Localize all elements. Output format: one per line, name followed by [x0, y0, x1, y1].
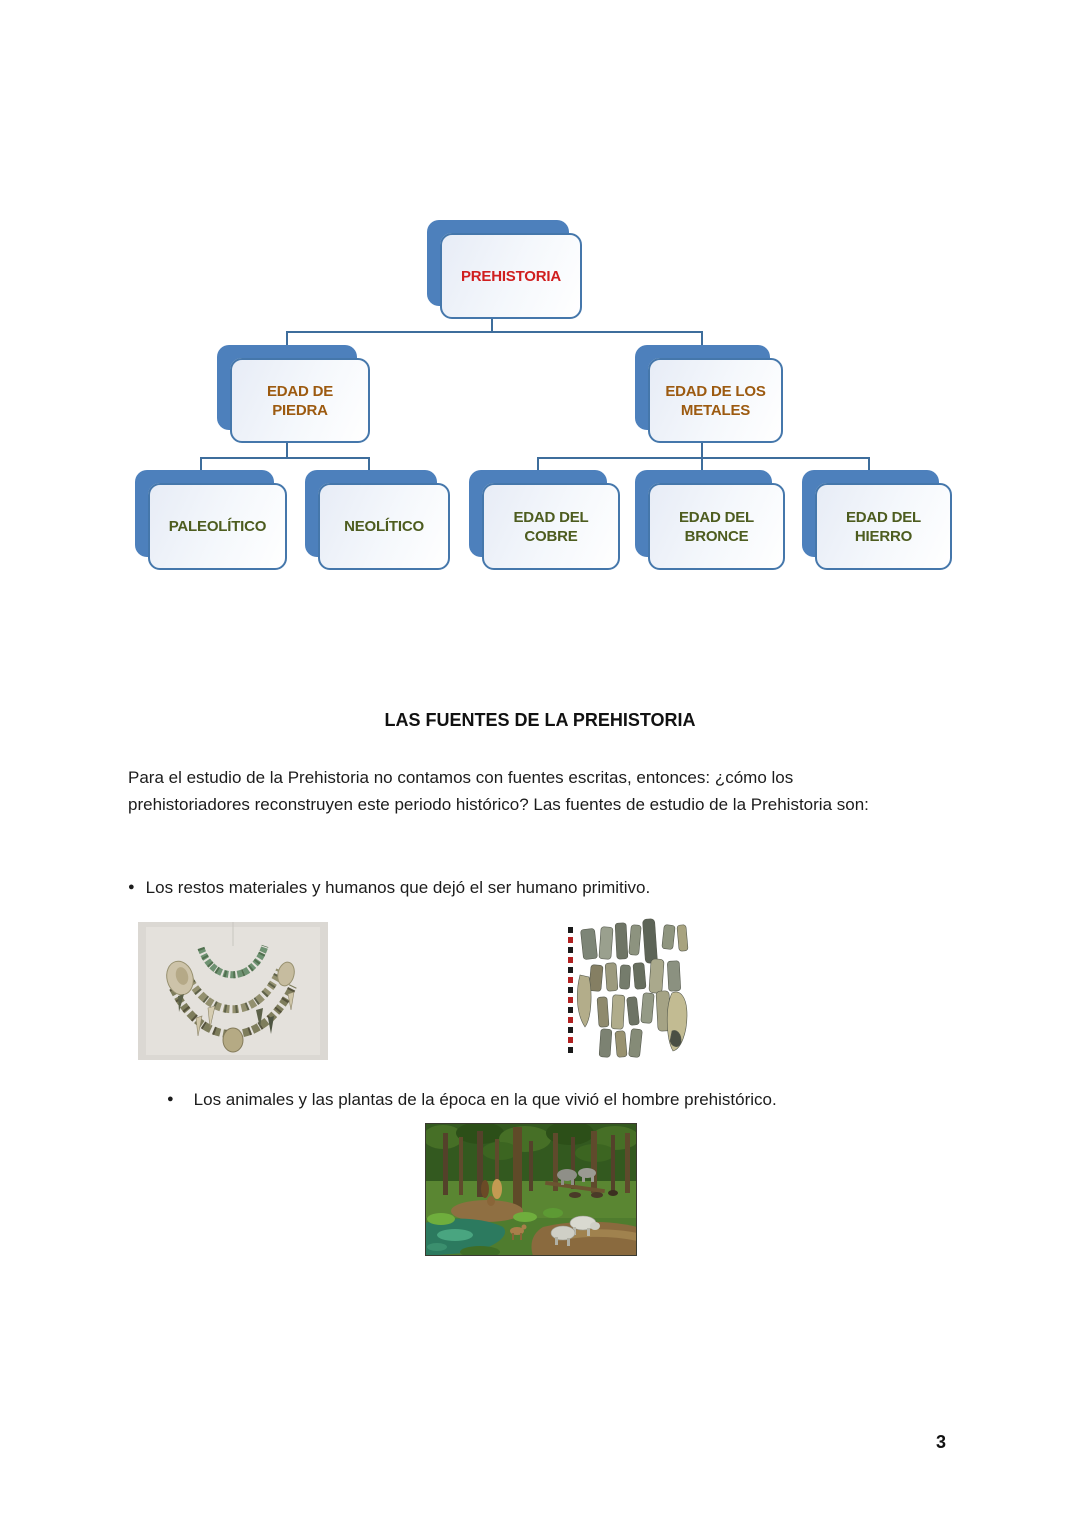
intro-paragraph: Para el estudio de la Prehistoria no con… [128, 768, 869, 814]
bullet-text: Los restos materiales y humanos que dejó… [145, 878, 651, 897]
diagram-node-edad-del-cobre: EDAD DEL COBRE [482, 483, 620, 570]
bullet-dot-icon: ● [167, 1093, 174, 1105]
prehistoric-landscape-image [423, 1121, 639, 1258]
diagram-node-label: EDAD DEL BRONCE [678, 508, 755, 545]
diagram-node-edad-de-los-metales: EDAD DE LOS METALES [648, 358, 783, 443]
diagram-node-label: EDAD DEL HIERRO [845, 508, 922, 545]
diagram-node-edad-de-piedra: EDAD DE PIEDRA [230, 358, 370, 443]
diagram-node-label: EDAD DE LOS METALES [665, 382, 766, 419]
stone-tools-image [560, 913, 700, 1063]
bullet-item-animales-plantas: ● Los animales y las plantas de la época… [167, 1086, 777, 1113]
diagram-node-label: PREHISTORIA [460, 267, 562, 285]
section-heading: LAS FUENTES DE LA PREHISTORIA [384, 710, 696, 730]
bullet-text: Los animales y las plantas de la época e… [193, 1090, 777, 1109]
diagram-node-label: EDAD DE PIEDRA [266, 382, 334, 419]
necklace-artifact-image [138, 922, 328, 1060]
page-number: 3 [936, 1432, 947, 1452]
diagram-node-neolitico: NEOLÍTICO [318, 483, 450, 570]
diagram-node-label: PALEOLÍTICO [168, 518, 267, 535]
bullet-item-restos-materiales: ● Los restos materiales y humanos que de… [128, 874, 650, 901]
diagram-node-label: EDAD DEL COBRE [513, 508, 589, 545]
diagram-node-prehistoria: PREHISTORIA [440, 233, 582, 319]
diagram-node-label: NEOLÍTICO [344, 518, 424, 535]
diagram-node-edad-del-bronce: EDAD DEL BRONCE [648, 483, 785, 570]
diagram-node-edad-del-hierro: EDAD DEL HIERRO [815, 483, 952, 570]
diagram-node-paleolitico: PALEOLÍTICO [148, 483, 287, 570]
bullet-dot-icon: ● [128, 881, 135, 893]
prehistory-hierarchy-diagram: PREHISTORIA EDAD DE PIEDRA EDAD DE LOS M… [0, 0, 1080, 620]
